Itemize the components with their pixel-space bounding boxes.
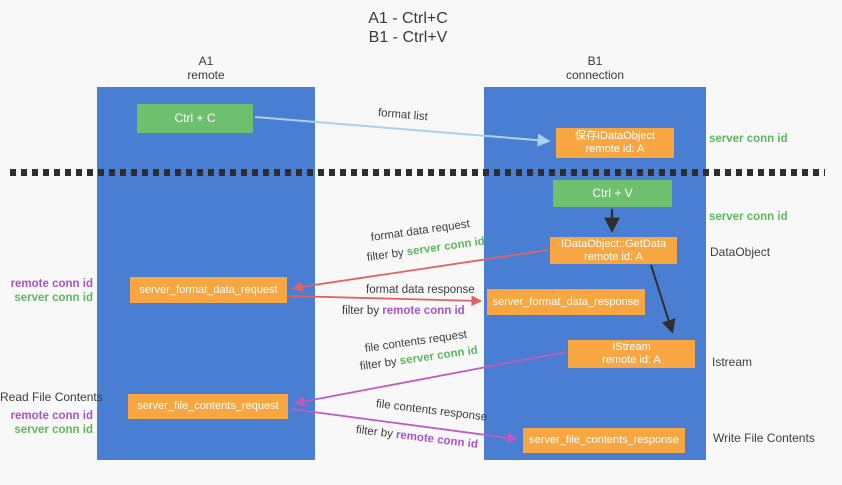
lane-header-b1: B1 connection: [484, 54, 706, 82]
label-server-conn-id-mid: server conn id: [709, 211, 788, 223]
node-file-response-label: server_file_contents_response: [529, 434, 679, 446]
node-istream: IStream remote id: A: [568, 340, 695, 368]
node-ctrl-c: Ctrl + C: [137, 104, 253, 133]
node-ctrl-v-label: Ctrl + V: [592, 186, 633, 200]
filter-by-text: filter by: [359, 355, 401, 373]
label-server-conn-id-lower: server conn id: [14, 424, 93, 436]
label-dataobject: DataObject: [710, 245, 771, 259]
node-server-format-data-request: server_format_data_request: [130, 277, 287, 303]
arrow-format-data-response: [288, 295, 483, 307]
lane-b1-role: connection: [565, 68, 625, 82]
remote-conn-id-text: remote conn id: [382, 305, 465, 317]
title-line-2: B1 - Ctrl+V: [368, 29, 448, 46]
node-getdata-line2: remote id: A: [584, 250, 643, 263]
dotted-divider-line: [10, 169, 825, 176]
node-save-idataobject-line1: 保存IDataObject: [574, 130, 656, 142]
node-file-request-label: server_file_contents_request: [137, 400, 279, 412]
node-server-file-contents-request: server_file_contents_request: [128, 394, 288, 419]
edge-label-format-data-response: format data response: [366, 284, 475, 296]
label-conn-ids-upper: remote conn id server conn id: [0, 277, 93, 305]
edge-label-filter-remote-conn-id-1: filter by remote conn id: [342, 305, 465, 317]
node-format-request-label: server_format_data_request: [139, 283, 278, 296]
node-ctrl-c-label: Ctrl + C: [174, 111, 216, 125]
node-idataobject-getdata: IDataObject::GetData remote id: A: [550, 237, 677, 264]
title-line-1: A1 - Ctrl+C: [368, 10, 448, 27]
label-server-conn-id-top: server conn id: [709, 133, 788, 145]
filter-by-text: filter by: [366, 246, 408, 264]
lane-a1-name: A1: [198, 54, 214, 68]
node-server-format-data-response: server_format_data_response: [487, 289, 645, 315]
node-getdata-line1: IDataObject::GetData: [560, 237, 667, 250]
node-istream-line1: IStream: [612, 341, 651, 353]
label-server-conn-id-upper: server conn id: [14, 292, 93, 304]
lane-header-a1: A1 remote: [97, 54, 315, 82]
label-conn-ids-lower: remote conn id server conn id: [0, 409, 93, 437]
label-read-file-contents: Read File Contents: [0, 390, 103, 404]
server-conn-id-text: server conn id: [406, 235, 486, 259]
remote-conn-id-text: remote conn id: [395, 428, 479, 451]
label-write-file-contents: Write File Contents: [713, 431, 815, 445]
lane-b1-name: B1: [587, 54, 603, 68]
filter-by-text: filter by: [355, 424, 397, 441]
label-remote-conn-id-lower: remote conn id: [10, 410, 93, 422]
label-istream: Istream: [712, 355, 753, 369]
filter-by-text: filter by: [342, 305, 383, 317]
edge-label-filter-remote-conn-id-2: filter by remote conn id: [355, 424, 478, 451]
node-istream-line2: remote id: A: [602, 354, 661, 366]
lane-a1-role: remote: [187, 68, 225, 82]
node-save-idataobject: 保存IDataObject remote id: A: [556, 128, 674, 158]
node-ctrl-v: Ctrl + V: [553, 180, 672, 207]
node-save-idataobject-line2: remote id: A: [585, 143, 645, 155]
diagram-title: A1 - Ctrl+C B1 - Ctrl+V: [0, 9, 816, 47]
node-format-response-label: server_format_data_response: [492, 295, 640, 308]
edge-label-file-contents-response: file contents response: [375, 398, 488, 424]
node-server-file-contents-response: server_file_contents_response: [523, 428, 685, 453]
label-remote-conn-id-upper: remote conn id: [10, 278, 93, 290]
edge-label-format-list: format list: [377, 107, 429, 124]
